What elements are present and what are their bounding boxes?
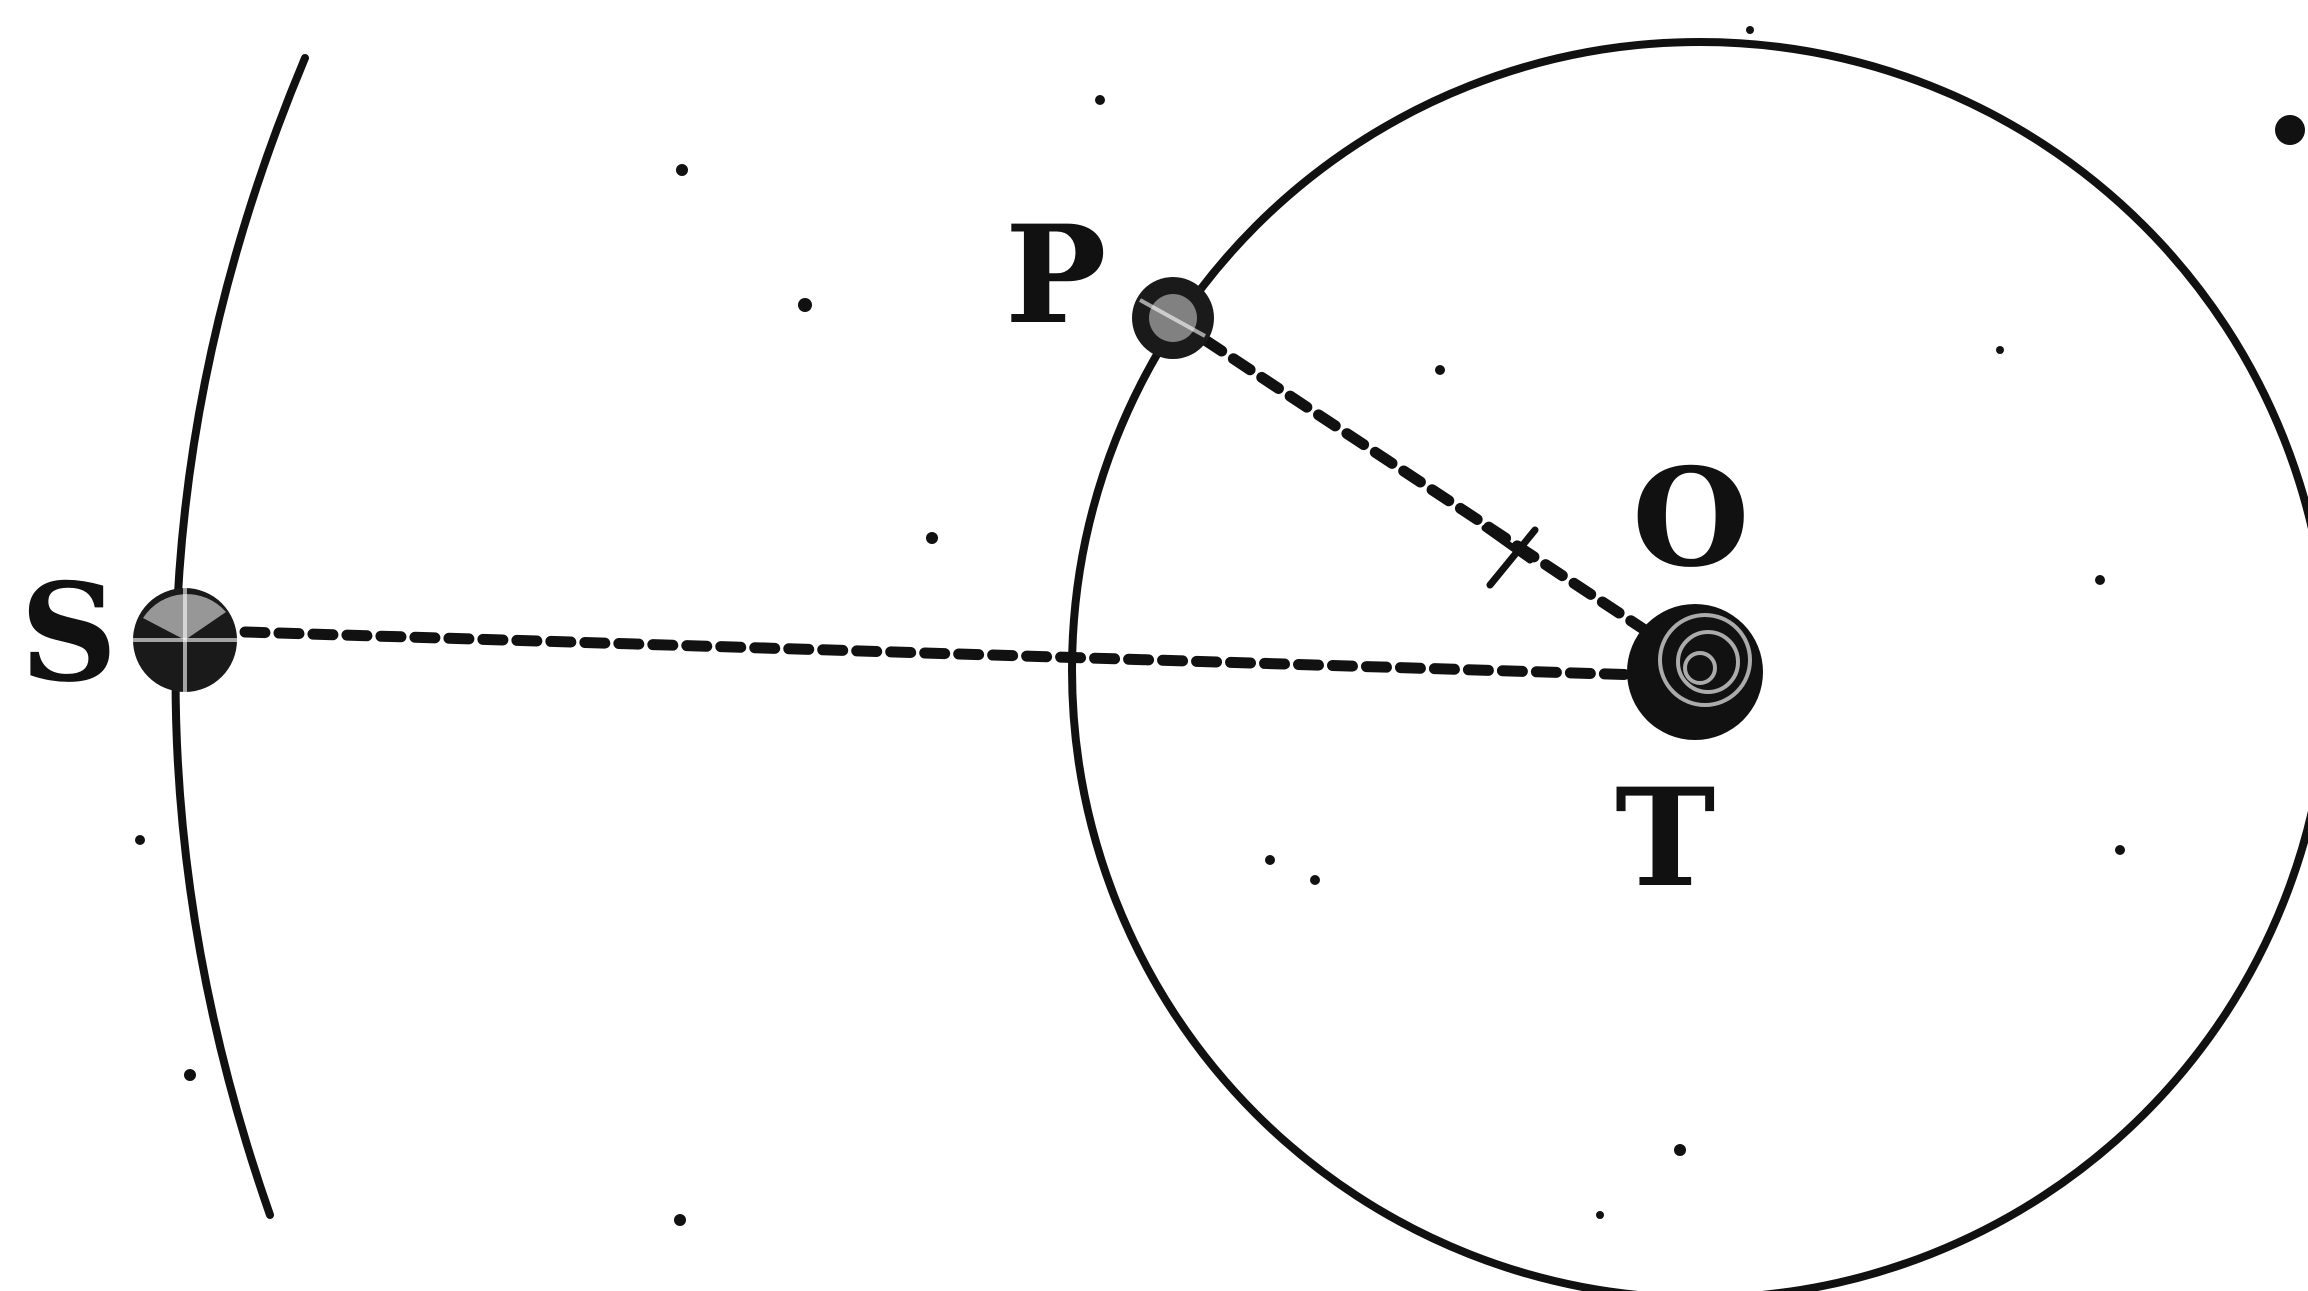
label-o: O xyxy=(1632,438,1750,597)
line-s-to-t xyxy=(245,632,1640,675)
label-t: T xyxy=(1615,758,1715,917)
sun-body xyxy=(133,588,237,692)
label-s: S xyxy=(20,553,118,712)
label-p: P xyxy=(1005,195,1107,354)
earth-body xyxy=(1627,604,1763,740)
planet-body xyxy=(1132,277,1214,359)
line-p-to-t xyxy=(1205,340,1660,640)
print-speckles xyxy=(135,26,2305,1226)
